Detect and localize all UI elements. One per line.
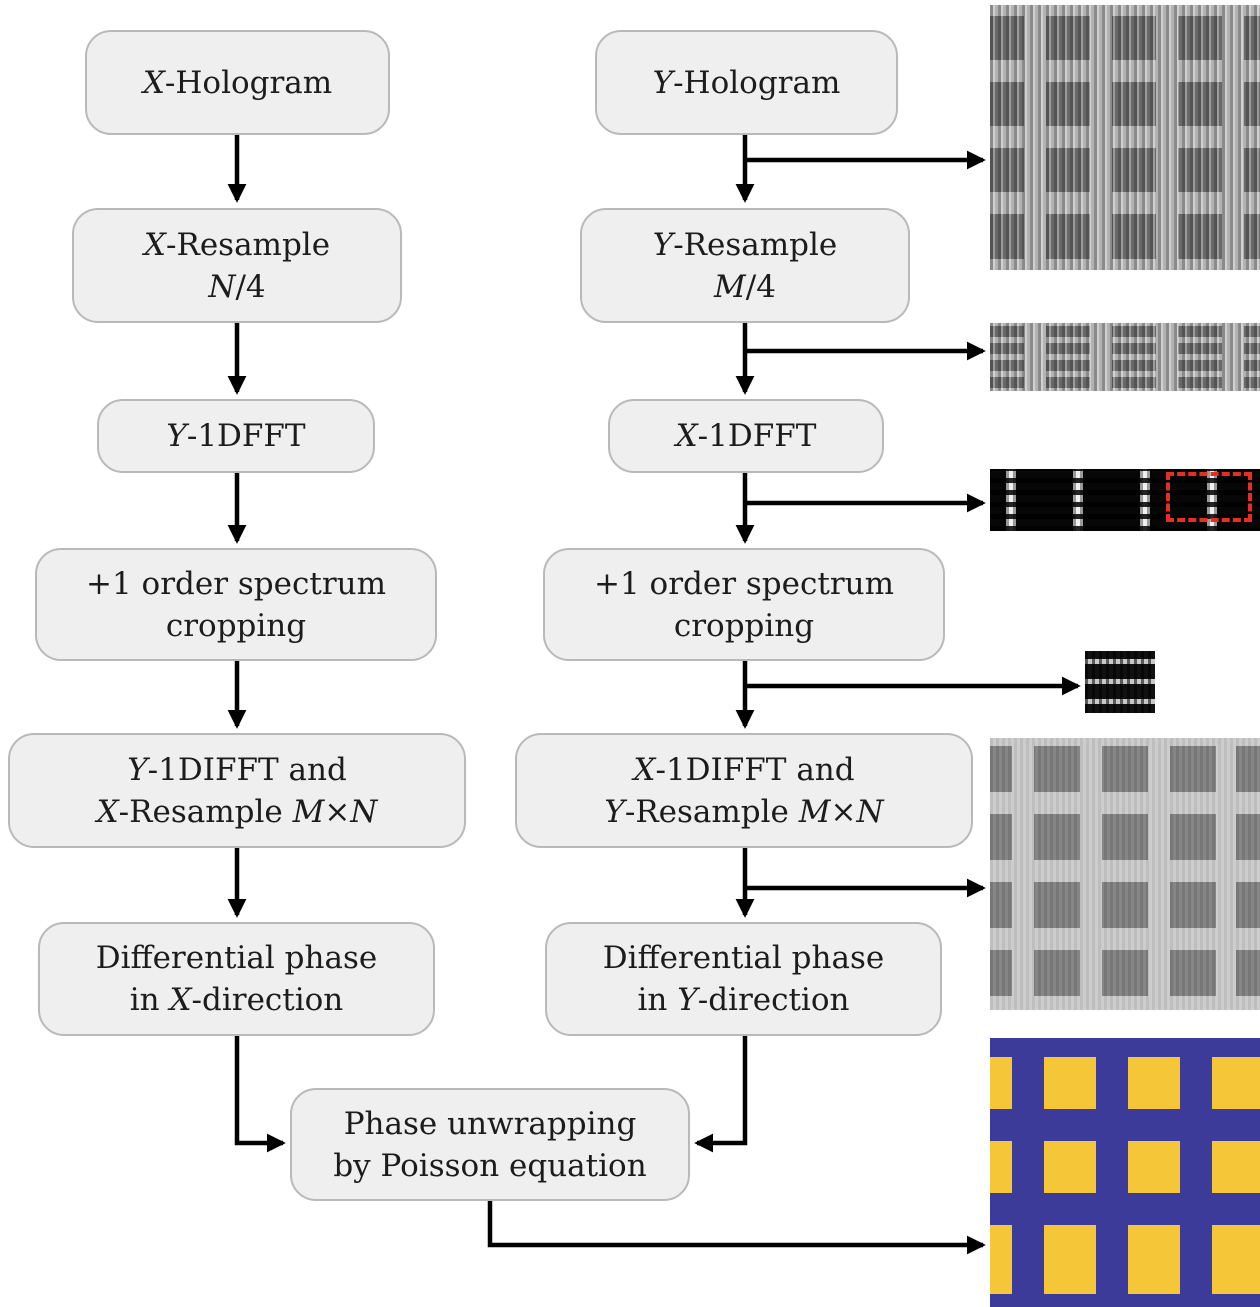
cropped-spectrum-image: [1085, 651, 1155, 713]
box-label: Y-Resample M×N: [604, 793, 884, 830]
box-spectrum-cropping-left: +1 order spectrum cropping: [35, 548, 437, 661]
spectrum-roi-box: [1166, 472, 1252, 522]
box-label: Differential phase: [602, 940, 885, 976]
merge-arrow-left: [234, 1036, 286, 1153]
box-label: cropping: [165, 607, 307, 644]
box-label: X-1DIFFT and: [633, 751, 855, 788]
box-label: in Y-direction: [637, 982, 850, 1018]
box-label: X-Hologram: [142, 64, 333, 101]
box-label: M/4: [714, 268, 776, 305]
box-differential-phase-x: Differential phase in X-direction: [38, 922, 435, 1036]
box-label: N/4: [208, 268, 266, 305]
box-x-hologram: X-Hologram: [85, 30, 390, 135]
hologram-image: [990, 5, 1260, 270]
box-differential-phase-y: Differential phase in Y-direction: [545, 922, 942, 1036]
box-label: X-Resample M×N: [96, 793, 378, 830]
box-label: in X-direction: [129, 982, 344, 1018]
merge-arrow-right: [694, 1036, 748, 1153]
box-label: X-1DFFT: [675, 418, 817, 454]
output-arrow: [487, 1201, 986, 1255]
box-x-resample: X-Resample N/4: [72, 208, 402, 323]
box-y-resample: Y-Resample M/4: [580, 208, 910, 323]
box-label: +1 order spectrum: [594, 565, 894, 602]
box-label: Phase unwrapping: [343, 1105, 637, 1142]
box-phase-unwrapping: Phase unwrapping by Poisson equation: [290, 1088, 690, 1201]
differential-phase-image: [990, 738, 1260, 1010]
box-label: X-Resample: [143, 226, 331, 263]
box-label: Y-1DFFT: [166, 418, 306, 454]
unwrapped-phase-image: [990, 1038, 1260, 1307]
box-label: cropping: [673, 607, 815, 644]
box-label: Differential phase: [95, 940, 378, 976]
box-label: +1 order spectrum: [86, 565, 386, 602]
box-x-1dfft: X-1DFFT: [608, 399, 884, 473]
resampled-hologram-image: [990, 323, 1260, 391]
box-label: by Poisson equation: [333, 1147, 647, 1184]
box-x-1difft: X-1DIFFT and Y-Resample M×N: [515, 733, 973, 848]
spectrum-image: [990, 469, 1260, 531]
box-y-1difft: Y-1DIFFT and X-Resample M×N: [8, 733, 466, 848]
box-label: Y-Resample: [652, 226, 838, 263]
box-y-1dfft: Y-1DFFT: [97, 399, 375, 473]
box-label: Y-1DIFFT and: [127, 751, 347, 788]
box-label: Y-Hologram: [652, 64, 841, 101]
box-y-hologram: Y-Hologram: [595, 30, 898, 135]
box-spectrum-cropping-right: +1 order spectrum cropping: [543, 548, 945, 661]
